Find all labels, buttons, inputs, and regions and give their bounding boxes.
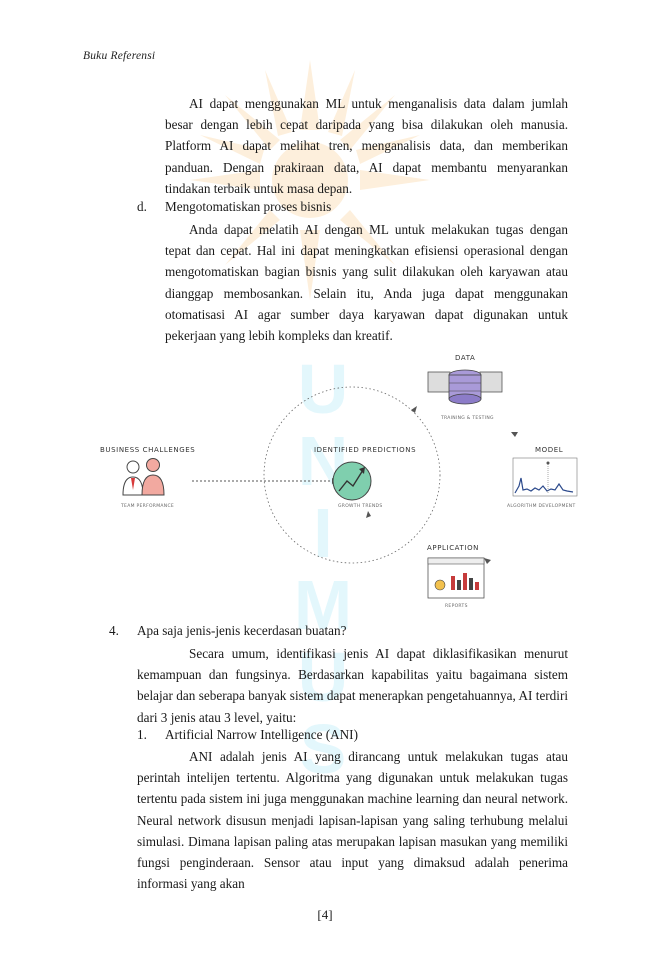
paragraph-ani: ANI adalah jenis AI yang dirancang untuk… <box>137 746 568 894</box>
people-icon <box>122 458 165 496</box>
report-dashboard-icon <box>427 557 485 599</box>
business-challenges-sublabel: TEAM PERFORMANCE <box>121 504 175 509</box>
database-icon <box>427 369 503 405</box>
list-marker-d: d. <box>137 199 147 214</box>
list-title-automation: Mengotomatiskan proses bisnis <box>165 199 332 214</box>
growth-trend-icon <box>332 461 372 501</box>
application-label: APPLICATION <box>427 544 480 552</box>
model-label: MODEL <box>535 446 564 454</box>
cycle-ring <box>263 386 441 564</box>
subheading-ani: Artificial Narrow Intelligence (ANI) <box>165 727 358 742</box>
paragraph-text: ANI adalah jenis AI yang dirancang untuk… <box>137 749 568 892</box>
paragraph-ml-analysis: AI dapat menggunakan ML untuk menganalis… <box>165 93 568 199</box>
ai-cycle-diagram: BUSINESS CHALLENGES TEAM PERFORMANCE IDE… <box>95 350 585 615</box>
data-sublabel: TRAINING & TESTING <box>441 416 494 421</box>
paragraph-ai-types: Secara umum, identifikasi jenis AI dapat… <box>137 643 568 728</box>
list-marker-4: 4. <box>109 623 119 638</box>
paragraph-automation: Anda dapat melatih AI dengan ML untuk me… <box>165 219 568 346</box>
paragraph-text: Anda dapat melatih AI dengan ML untuk me… <box>165 222 568 344</box>
identified-predictions-label: IDENTIFIED PREDICTIONS <box>314 446 417 454</box>
model-sublabel: ALGORITHM DEVELOPMENT <box>507 504 576 509</box>
data-label: DATA <box>455 354 476 362</box>
application-sublabel: REPORTS <box>445 604 468 609</box>
page-number: [4] <box>317 907 333 922</box>
identified-predictions-sublabel: GROWTH TRENDS <box>338 504 383 509</box>
list-marker-1: 1. <box>137 727 147 742</box>
paragraph-text: Secara umum, identifikasi jenis AI dapat… <box>137 646 568 725</box>
paragraph-text: AI dapat menggunakan ML untuk menganalis… <box>165 96 568 196</box>
model-chart-icon <box>512 457 578 497</box>
running-header: Buku Referensi <box>83 50 156 62</box>
business-challenges-label: BUSINESS CHALLENGES <box>100 446 196 454</box>
question-heading: Apa saja jenis-jenis kecerdasan buatan? <box>137 623 347 638</box>
